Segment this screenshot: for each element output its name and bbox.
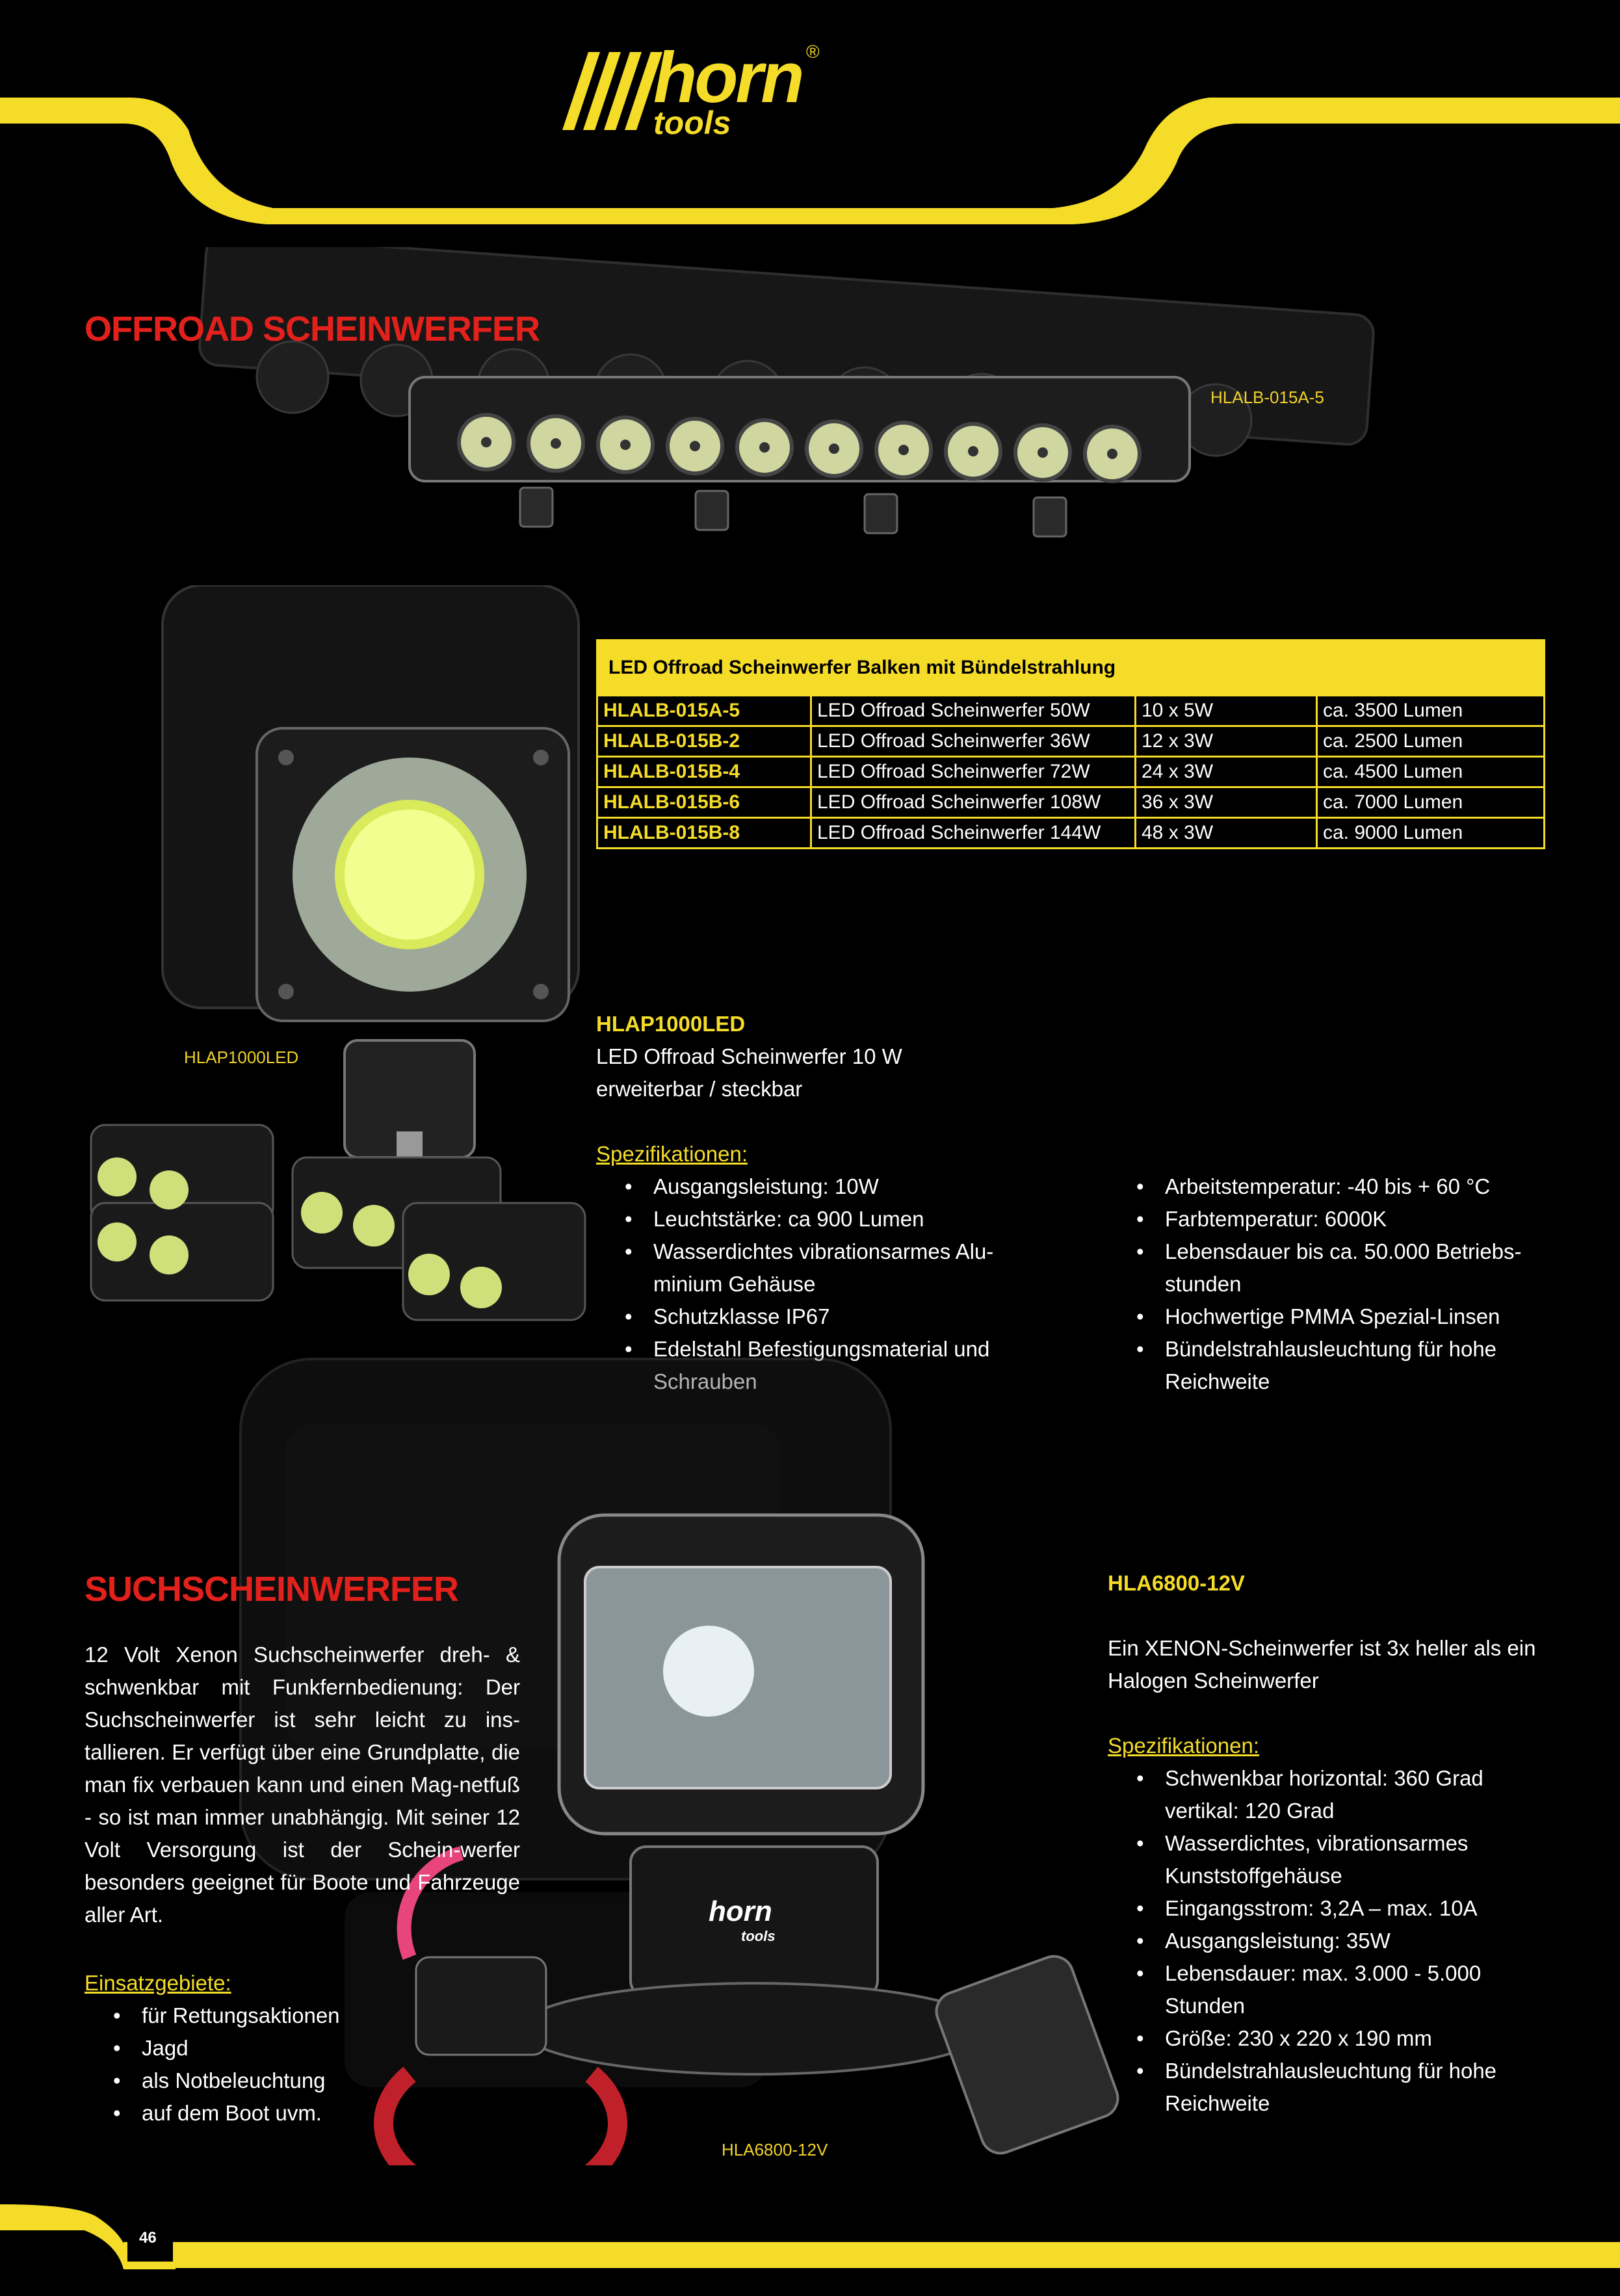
table-cell: LED Offroad Scheinwerfer 72W [810,756,1136,788]
list-item: als Notbeleuchtung [85,2065,501,2097]
table-cell: LED Offroad Scheinwerfer 36W [810,725,1136,758]
table-cell: LED Offroad Scheinwerfer 144W [810,817,1136,849]
list-item: Wasserdichtes, vibrationsarmes Kunststof… [1108,1827,1550,1892]
table-cell: 48 x 3W [1134,817,1318,849]
table-cell: ca. 9000 Lumen [1316,817,1545,849]
search-specs: Schwenkbar horizontal: 360 Grad vertikal… [1108,1762,1550,2120]
list-item: Größe: 230 x 220 x 190 mm [1108,2022,1550,2055]
list-item: für Rettungsaktionen [85,1999,501,2032]
list-item: Lebensdauer: max. 3.000 - 5.000 Stunden [1108,1957,1550,2022]
list-item: Farbtemperatur: 6000K [1108,1203,1576,1235]
list-item: Ausgangsleistung: 10W [596,1170,1045,1203]
table-cell: HLALB-015A-5 [596,694,812,727]
logo-registered: ® [806,42,820,62]
logo-sub: tools [653,105,731,141]
page-number: 46 [139,2229,157,2247]
table-cell: HLALB-015B-6 [596,786,812,819]
lamp-spec-label: Spezifikationen: [596,1142,748,1166]
list-item: Edelstahl Befestigungsmaterial und Schra… [596,1333,1045,1398]
list-item: Wasserdichtes vibrationsarmes Alu-minium… [596,1235,1045,1300]
table-row: HLALB-015A-5 LED Offroad Scheinwerfer 50… [596,694,1545,727]
table-cell: 10 x 5W [1134,694,1318,727]
spec-table: LED Offroad Scheinwerfer Balken mit Bünd… [596,639,1545,849]
search-spec-label: Spezifikationen: [1108,1734,1259,1758]
table-cell: 24 x 3W [1134,756,1318,788]
lamp-product-line1: LED Offroad Scheinwerfer 10 W [596,1044,902,1068]
device-brand-sub: tools [741,1928,776,1944]
list-item: Jagd [85,2032,501,2065]
list-item: Bündelstrahlausleuchtung für hohe Reichw… [1108,2055,1550,2120]
uses-list: für Rettungsaktionen Jagd als Notbeleuch… [85,1999,501,2130]
search-product-code: HLA6800-12V [1108,1571,1245,1595]
list-item: Eingangsstrom: 3,2A – max. 10A [1108,1892,1550,1925]
list-item: Schutzklasse IP67 [596,1300,1045,1333]
table-cell: LED Offroad Scheinwerfer 50W [810,694,1136,727]
bar-caption: HLALB-015A-5 [1210,388,1324,407]
search-title: SUCHSCHEINWERFER [85,1570,459,1609]
table-cell: ca. 4500 Lumen [1316,756,1545,788]
table-cell: HLALB-015B-4 [596,756,812,788]
search-caption: HLA6800-12V [722,2140,828,2159]
list-item: Arbeitstemperatur: -40 bis + 60 °C [1108,1170,1576,1203]
table-cell: ca. 3500 Lumen [1316,694,1545,727]
table-cell: HLALB-015B-8 [596,817,812,849]
table-cell: 36 x 3W [1134,786,1318,819]
list-item: auf dem Boot uvm. [85,2097,501,2130]
lamp-caption: HLAP1000LED [184,1048,299,1067]
list-item: Lebensdauer bis ca. 50.000 Betriebs-stun… [1108,1235,1576,1300]
list-item: Leuchtstärke: ca 900 Lumen [596,1203,1045,1235]
device-brand: horn [709,1895,772,1927]
table-header: LED Offroad Scheinwerfer Balken mit Bünd… [596,639,1545,696]
search-description: 12 Volt Xenon Suchscheinwerfer dreh- & s… [85,1643,520,1927]
work-lamp-image [90,585,586,1321]
table-cell: LED Offroad Scheinwerfer 108W [810,786,1136,819]
uses-label: Einsatzgebiete: [85,1971,231,1995]
search-product-block: HLA6800-12V Ein XENON-Scheinwerfer ist 3… [1108,1567,1550,2120]
list-item: Hochwertige PMMA Spezial-Linsen [1108,1300,1576,1333]
list-item: Schwenkbar horizontal: 360 Grad vertikal… [1108,1762,1550,1827]
table-cell: ca. 7000 Lumen [1316,786,1545,819]
search-intro: Ein XENON-Scheinwerfer ist 3x heller als… [1108,1636,1536,1693]
table-row: HLALB-015B-4 LED Offroad Scheinwerfer 72… [596,756,1545,788]
table-cell: 12 x 3W [1134,725,1318,758]
lamp-product-code: HLAP1000LED [596,1012,746,1036]
lamp-specs-left: Ausgangsleistung: 10W Leuchtstärke: ca 9… [596,1170,1045,1398]
lamp-specs-right: Arbeitstemperatur: -40 bis + 60 °C Farbt… [1108,1170,1576,1398]
header-swoosh [0,98,1620,234]
table-row: HLALB-015B-2 LED Offroad Scheinwerfer 36… [596,725,1545,758]
lamp-product-line2: erweiterbar / steckbar [596,1077,803,1101]
table-cell: ca. 2500 Lumen [1316,725,1545,758]
offroad-title: OFFROAD SCHEINWERFER [85,310,540,349]
logo-stripes-icon [562,52,662,130]
search-light-image [239,1358,1119,2165]
table-row: HLALB-015B-8 LED Offroad Scheinwerfer 14… [596,817,1545,849]
horn-logo: horn ® tools [543,39,842,150]
logo-brand: horn [653,38,804,118]
led-bar-image [198,247,1375,538]
table-cell: HLALB-015B-2 [596,725,812,758]
list-item: Bündelstrahlausleuchtung für hohe Reichw… [1108,1333,1576,1398]
table-row: HLALB-015B-6 LED Offroad Scheinwerfer 10… [596,786,1545,819]
list-item: Ausgangsleistung: 35W [1108,1925,1550,1957]
footer-swoosh [0,2204,1620,2269]
lamp-product-block: HLAP1000LED LED Offroad Scheinwerfer 10 … [596,1008,1571,1170]
